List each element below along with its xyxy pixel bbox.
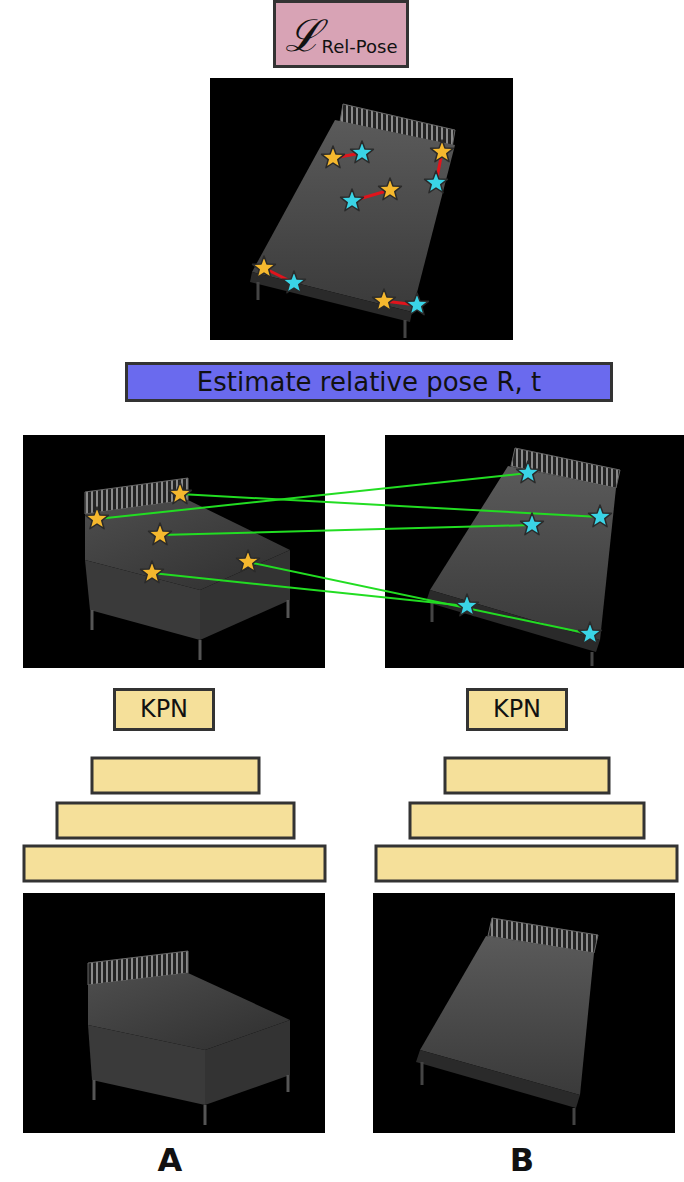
- process-box-text: Estimate relative pose R, t: [197, 367, 541, 397]
- loss-box: ℒRel-Pose: [273, 0, 410, 68]
- panel-letter: A: [158, 1141, 183, 1179]
- input-image-b: [373, 893, 675, 1133]
- feature-pyramid: [24, 758, 677, 881]
- keypoints-a: [86, 482, 260, 583]
- panel-letter: B: [510, 1141, 534, 1179]
- network-box: KPN: [466, 688, 568, 731]
- network-box: KPN: [113, 688, 215, 731]
- input-image-a: [23, 893, 325, 1133]
- reprojection-image: [210, 78, 513, 340]
- network-label: KPN: [493, 695, 541, 723]
- loss-subscript: Rel-Pose: [322, 36, 398, 57]
- keypoints-b: [456, 461, 612, 644]
- keypoint-image-b: [385, 435, 684, 668]
- network-label: KPN: [140, 695, 188, 723]
- keypoint-image-a: [23, 435, 325, 668]
- match-lines: [97, 473, 600, 634]
- loss-symbol: ℒ: [285, 4, 322, 64]
- process-box: Estimate relative pose R, t: [125, 362, 613, 402]
